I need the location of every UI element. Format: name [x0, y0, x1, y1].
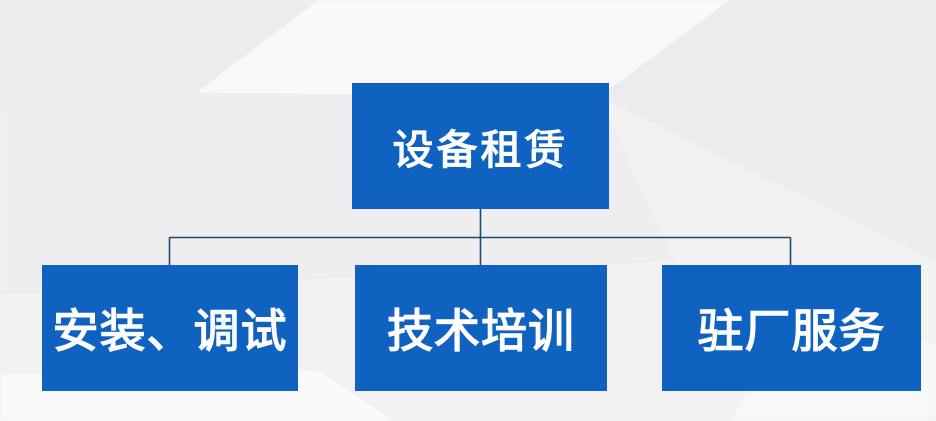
node-installation-debugging: 安装、调试 [42, 265, 298, 391]
node-technical-training: 技术培训 [355, 265, 607, 391]
node-equipment-rental: 设备租赁 [352, 83, 609, 209]
node-onsite-service: 驻厂服务 [662, 265, 921, 391]
